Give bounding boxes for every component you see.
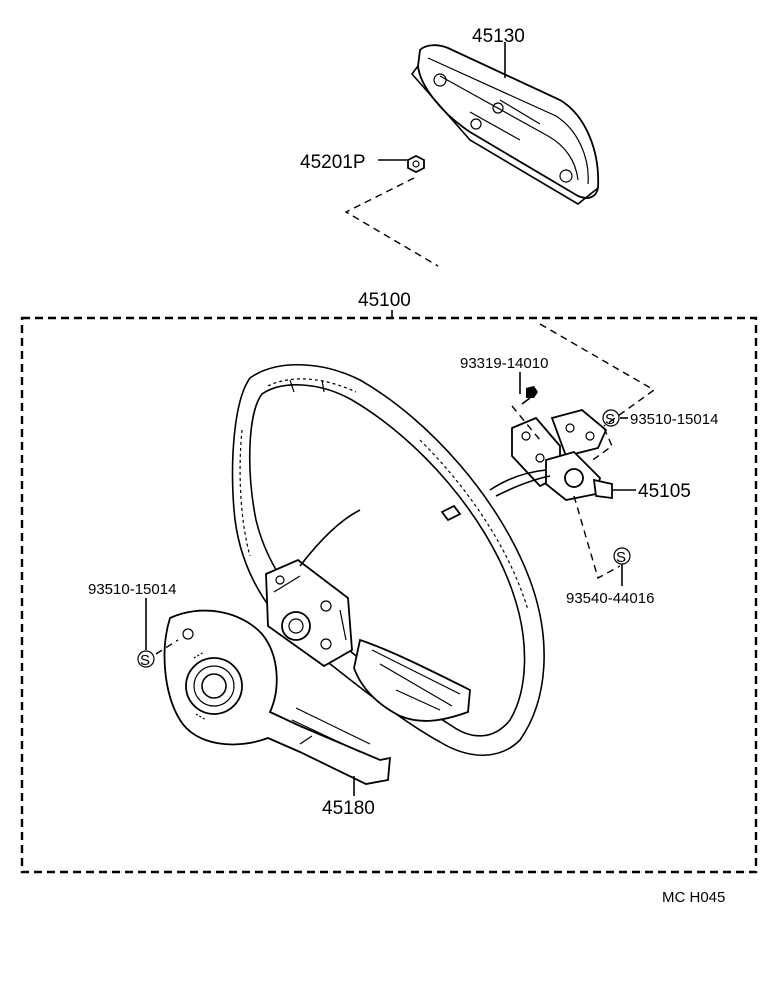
label-93510-15014-upper: 93510-15014: [630, 411, 718, 428]
label-93319-14010: 93319-14010: [460, 355, 548, 372]
svg-text:S: S: [140, 652, 150, 669]
bolt-part[interactable]: [521, 386, 538, 405]
screw-symbol-lower: S: [613, 547, 631, 566]
assembly-box: [20, 316, 758, 874]
label-45105: 45105: [638, 481, 691, 502]
label-93540-44016: 93540-44016: [566, 590, 654, 607]
column-cover-part[interactable]: [163, 609, 392, 785]
label-45130: 45130: [472, 26, 525, 47]
diagram-code: MC H045: [662, 889, 725, 906]
horn-pad-part[interactable]: [410, 44, 600, 205]
nut-part[interactable]: [407, 154, 425, 174]
label-45201p: 45201P: [300, 152, 366, 173]
svg-text:S: S: [616, 549, 626, 566]
horn-contact-part[interactable]: [489, 409, 613, 501]
steering-wheel-part[interactable]: [231, 363, 545, 757]
svg-text:S: S: [605, 411, 615, 428]
screw-symbol-upper: S: [602, 409, 620, 428]
label-45100: 45100: [358, 290, 411, 311]
label-93510-15014-left: 93510-15014: [88, 581, 176, 598]
label-45180: 45180: [322, 798, 375, 819]
screw-symbol-left: S: [137, 650, 155, 669]
